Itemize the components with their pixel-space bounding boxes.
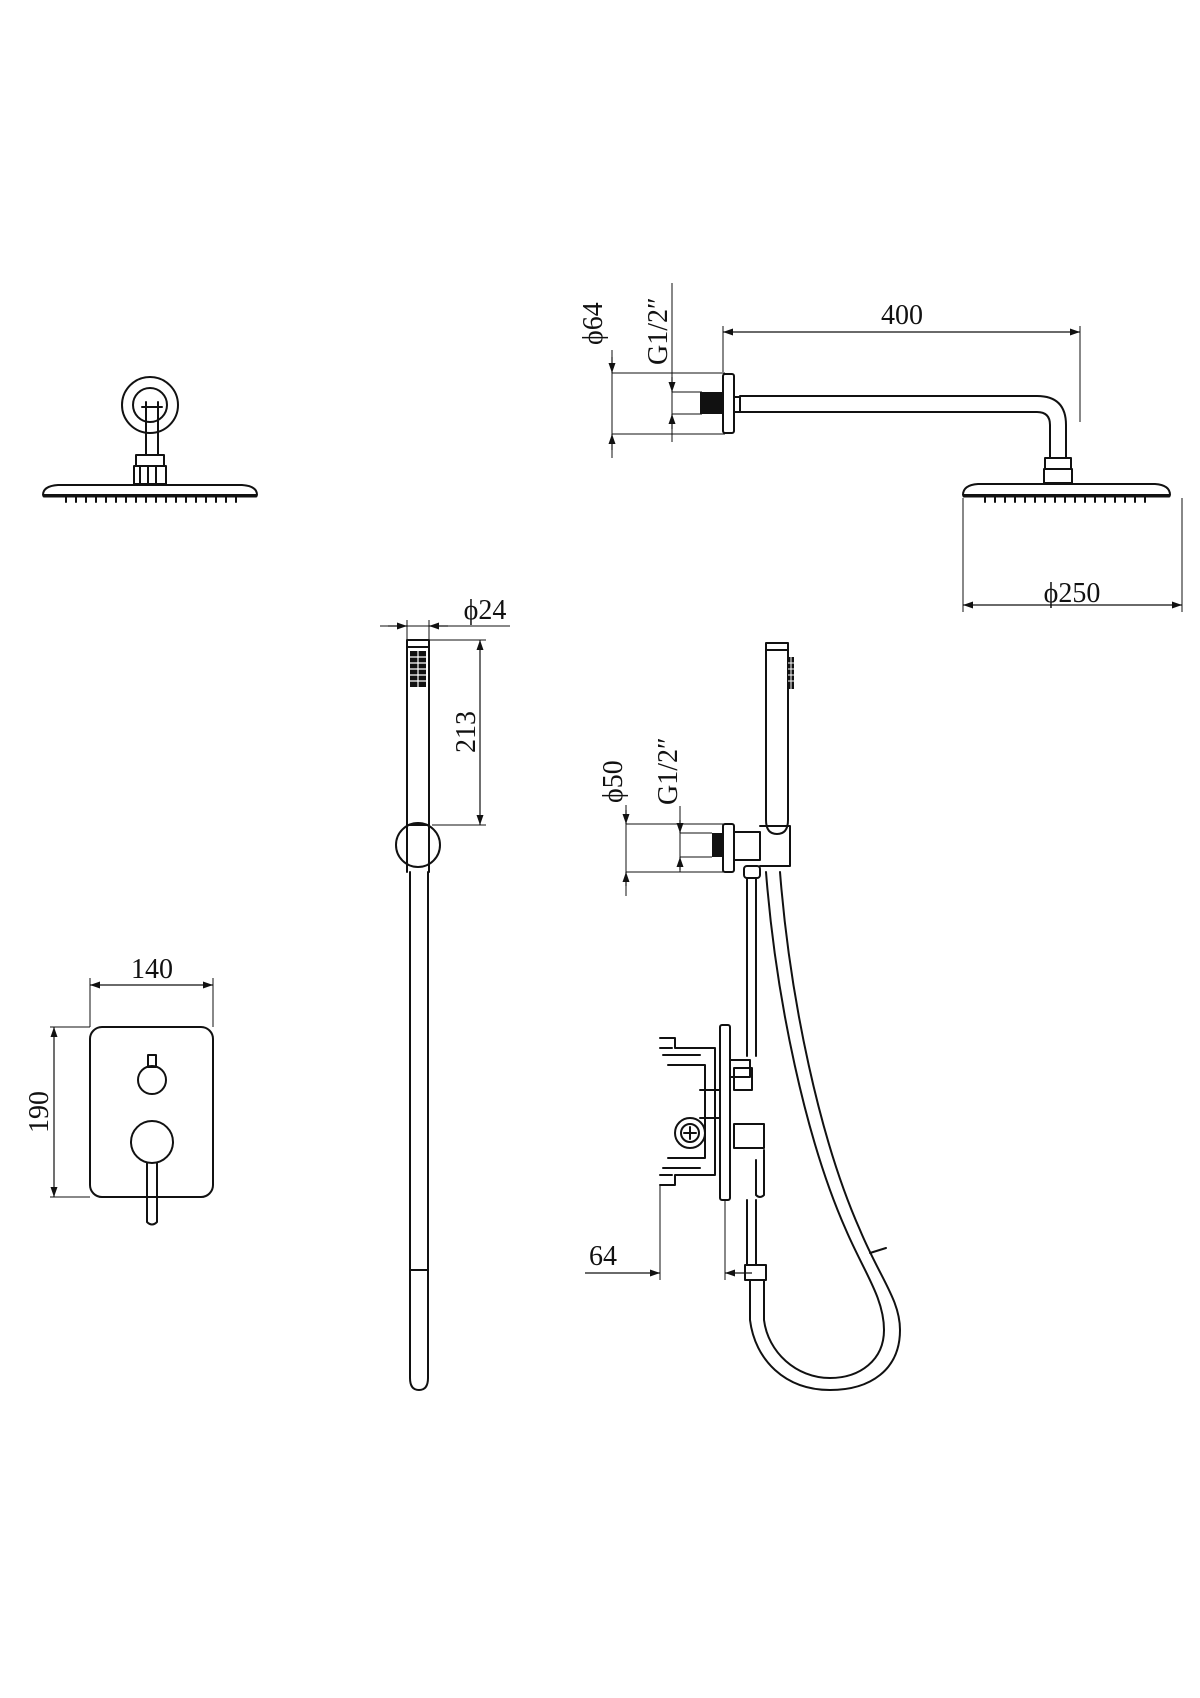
dim-hand-diameter: ϕ24 bbox=[380, 595, 510, 640]
shower-head-front-view bbox=[42, 376, 258, 503]
shower-head-side-nozzles bbox=[984, 496, 1146, 503]
hose bbox=[744, 871, 901, 1391]
dim-plate-height-label: 190 bbox=[24, 1091, 55, 1133]
dim-hand-diameter-label: ϕ24 bbox=[464, 595, 507, 626]
dim-body-depth-label: 64 bbox=[589, 1241, 617, 1272]
dim-outlet-thread: G1/2″ bbox=[653, 737, 712, 872]
dim-arm-length-label: 400 bbox=[881, 300, 923, 331]
shower-head-front-nozzles bbox=[65, 496, 237, 503]
dim-arm-length: 400 bbox=[722, 300, 1081, 422]
dim-outlet-diameter: ϕ50 bbox=[598, 760, 725, 896]
dim-body-depth: 64 bbox=[585, 1185, 752, 1280]
dim-plate-width: 140 bbox=[89, 954, 214, 1027]
dim-head-thread-label: G1/2″ bbox=[643, 297, 674, 365]
dim-inlet-diameter-label: ϕ64 bbox=[578, 302, 609, 345]
dim-outlet-diameter-label: ϕ50 bbox=[598, 760, 629, 803]
valve-box bbox=[659, 1037, 765, 1186]
dim-outlet-thread-label: G1/2″ bbox=[653, 737, 684, 805]
hand-shower-front-view bbox=[395, 639, 441, 1391]
dim-inlet-diameter: ϕ64 bbox=[578, 302, 725, 458]
wall-outlet-holder bbox=[712, 823, 791, 879]
dim-plate-height: 190 bbox=[24, 1026, 90, 1198]
dim-head-diameter-label: ϕ250 bbox=[1044, 578, 1101, 609]
dim-head-diameter: ϕ250 bbox=[962, 498, 1183, 612]
mixer-side-view bbox=[659, 642, 901, 1391]
dim-plate-width-label: 140 bbox=[131, 954, 173, 985]
dim-hand-length: 213 bbox=[429, 639, 486, 826]
dim-hand-length-label: 213 bbox=[451, 711, 482, 753]
hand-shower-side bbox=[765, 642, 794, 835]
dim-head-thread: G1/2″ bbox=[643, 283, 702, 442]
shower-head-side-view bbox=[700, 373, 1171, 503]
hand-shower-nozzle-grid bbox=[410, 651, 426, 687]
mixer-plate-front-view bbox=[89, 1026, 214, 1226]
